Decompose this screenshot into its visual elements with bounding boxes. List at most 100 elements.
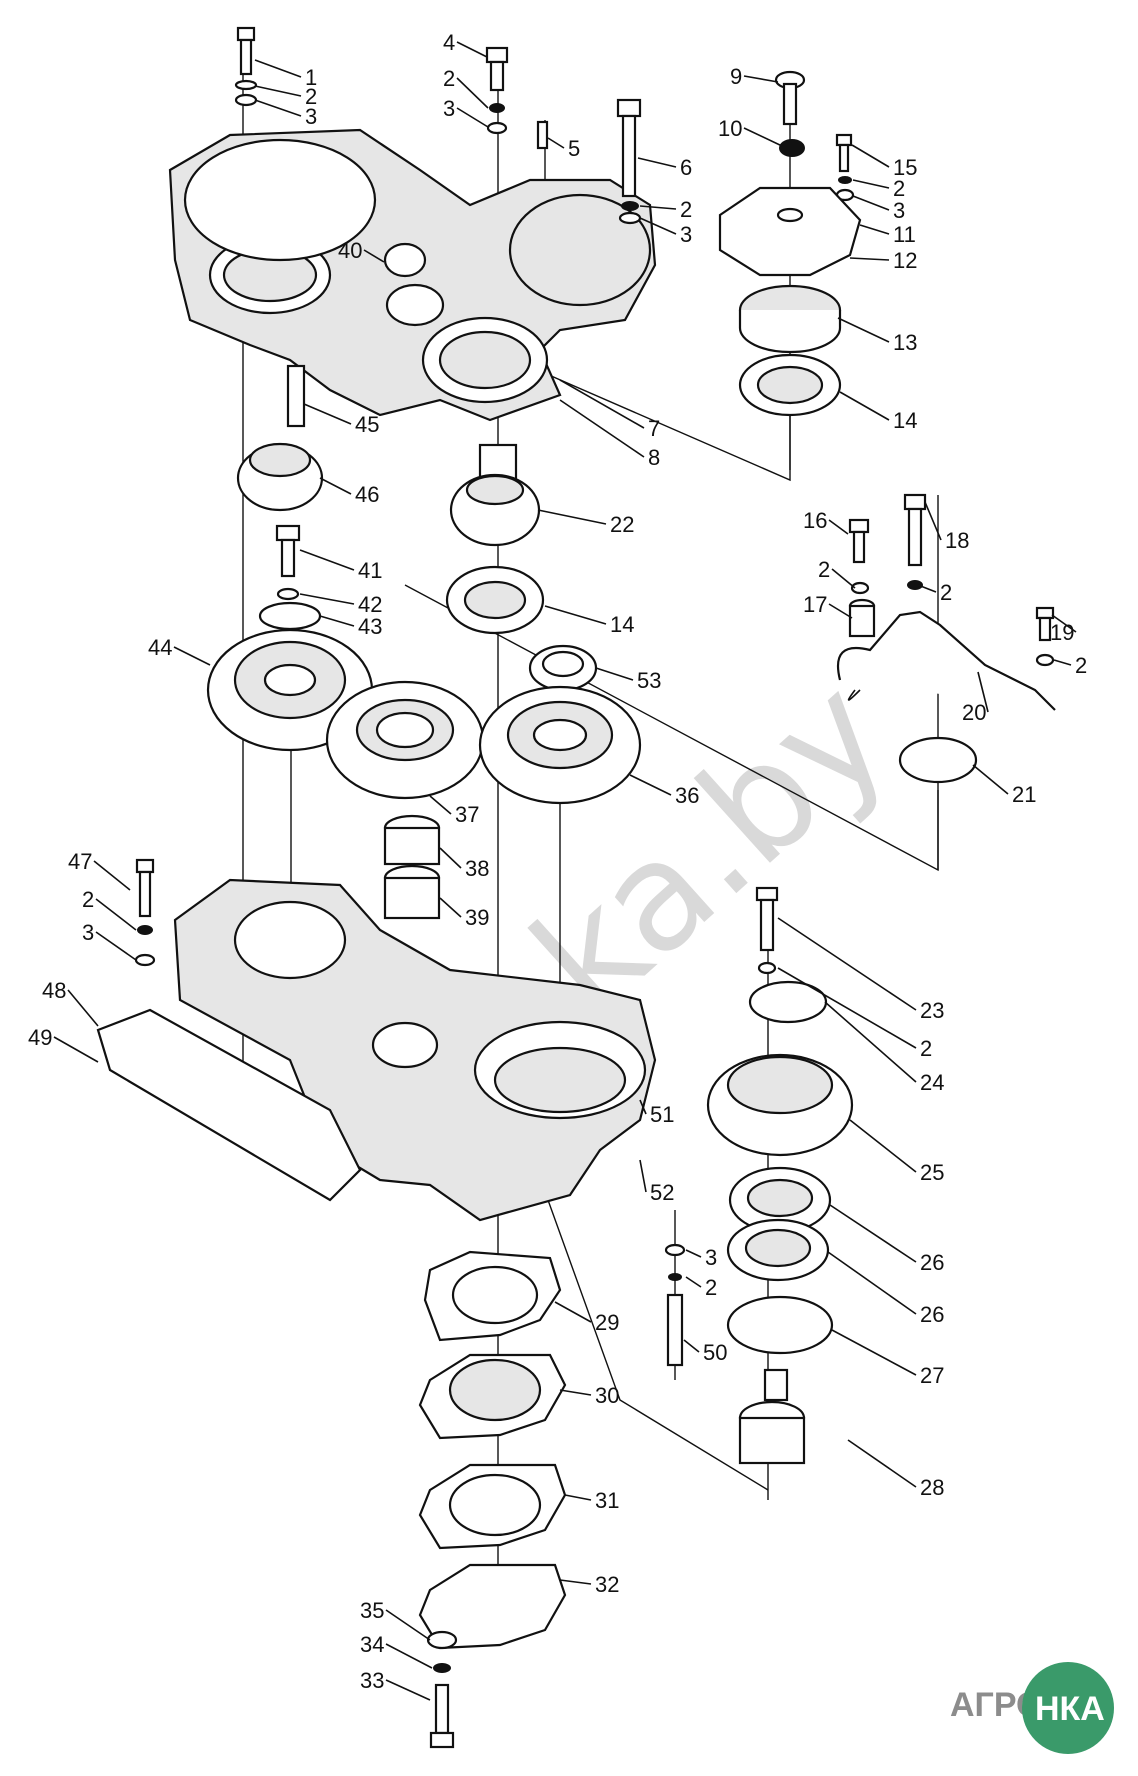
leader-line [924,501,942,541]
bearing-26-b [726,1218,830,1282]
part-number-14: 14 [610,612,634,637]
leader-line [639,205,677,210]
leader-line [385,1643,433,1669]
gear-46 [236,442,324,512]
part-number-26: 26 [920,1302,944,1327]
bolt-50 [664,1243,686,1367]
leader-line [972,764,1009,795]
leader-line [831,568,856,589]
part-number-16: 16 [803,508,827,533]
leader-line [173,646,211,666]
leader-line [559,1579,592,1585]
agronka-logo: АГРО НКА [950,1662,1114,1754]
leader-line [852,195,890,211]
part-number-3: 3 [82,920,94,945]
leader-line [827,1251,917,1315]
leader-line [629,774,672,796]
leader-line [828,603,853,619]
part-number-2: 2 [1075,653,1087,678]
part-number-51: 51 [650,1102,674,1127]
part-number-31: 31 [595,1488,619,1513]
bearing-26-a [728,1166,832,1234]
leader-line [859,224,890,235]
part-number-1: 1 [305,65,317,90]
leader-line [1051,614,1077,633]
leader-line [67,989,99,1027]
part-number-7: 7 [648,416,660,441]
part-number-2: 2 [680,197,692,222]
ring-53 [528,644,598,692]
part-number-2: 2 [818,557,830,582]
part-number-5: 5 [568,136,580,161]
part-number-38: 38 [465,856,489,881]
leader-line [95,898,137,931]
leader-line [831,1329,917,1376]
leader-line [917,584,937,593]
leader-line [777,917,917,1011]
leader-line [53,1036,99,1063]
leader-line [977,671,989,713]
part-number-34: 34 [360,1632,384,1657]
leader-line [685,1249,702,1258]
gasket-31 [418,1463,567,1550]
part-number-2: 2 [893,176,905,201]
glass-13 [738,284,842,354]
bolt-33 [426,1630,458,1749]
leader-line [254,85,302,97]
leader-line [439,897,462,918]
leader-line [559,399,645,458]
shaft-45 [286,364,306,428]
part-number-40: 40 [338,238,362,263]
leader-line [683,1339,700,1353]
cover-32 [418,1563,567,1650]
part-number-50: 50 [703,1340,727,1365]
part-number-3: 3 [893,198,905,223]
bolt-47 [134,858,156,967]
part-number-2: 2 [305,84,317,109]
leader-line [554,1301,592,1323]
bolt-41 [258,524,322,631]
leader-line [847,1439,917,1488]
part-number-29: 29 [595,1310,619,1335]
retaining-ring-27 [726,1295,834,1355]
part-number-8: 8 [648,445,660,470]
part-number-52: 52 [650,1180,674,1205]
leader-line [852,179,890,189]
part-number-36: 36 [675,783,699,808]
pin-5 [536,120,549,150]
part-number-13: 13 [893,330,917,355]
part-number-24: 24 [920,1070,944,1095]
plate-48 [96,1008,362,1202]
leader-line [743,75,779,83]
leader-line [439,847,462,869]
part-number-45: 45 [355,412,379,437]
part-number-2: 2 [940,580,952,605]
part-number-35: 35 [360,1598,384,1623]
upper-timing-cover [168,128,657,422]
part-number-47: 47 [68,849,92,874]
bolt-23 [755,886,779,975]
part-number-11: 11 [893,222,916,247]
gear-25 [706,1053,854,1157]
gear-37 [325,680,485,800]
gear-22 [449,443,541,547]
part-number-3: 3 [443,96,455,121]
part-number-22: 22 [610,512,634,537]
part-number-10: 10 [718,116,742,141]
gear-36 [478,685,642,805]
leader-line [456,77,489,109]
leader-line [849,1119,917,1173]
leader-line [849,257,890,261]
leader-line [777,967,917,1049]
lower-timing-housing [173,878,657,1222]
part-number-2: 2 [443,66,455,91]
part-number-21: 21 [1012,782,1036,807]
part-number-14: 14 [893,408,917,433]
part-number-43: 43 [358,614,382,639]
part-number-28: 28 [920,1475,944,1500]
leader-line [299,549,355,571]
spacer-17 [848,598,876,638]
part-number-42: 42 [358,592,382,617]
